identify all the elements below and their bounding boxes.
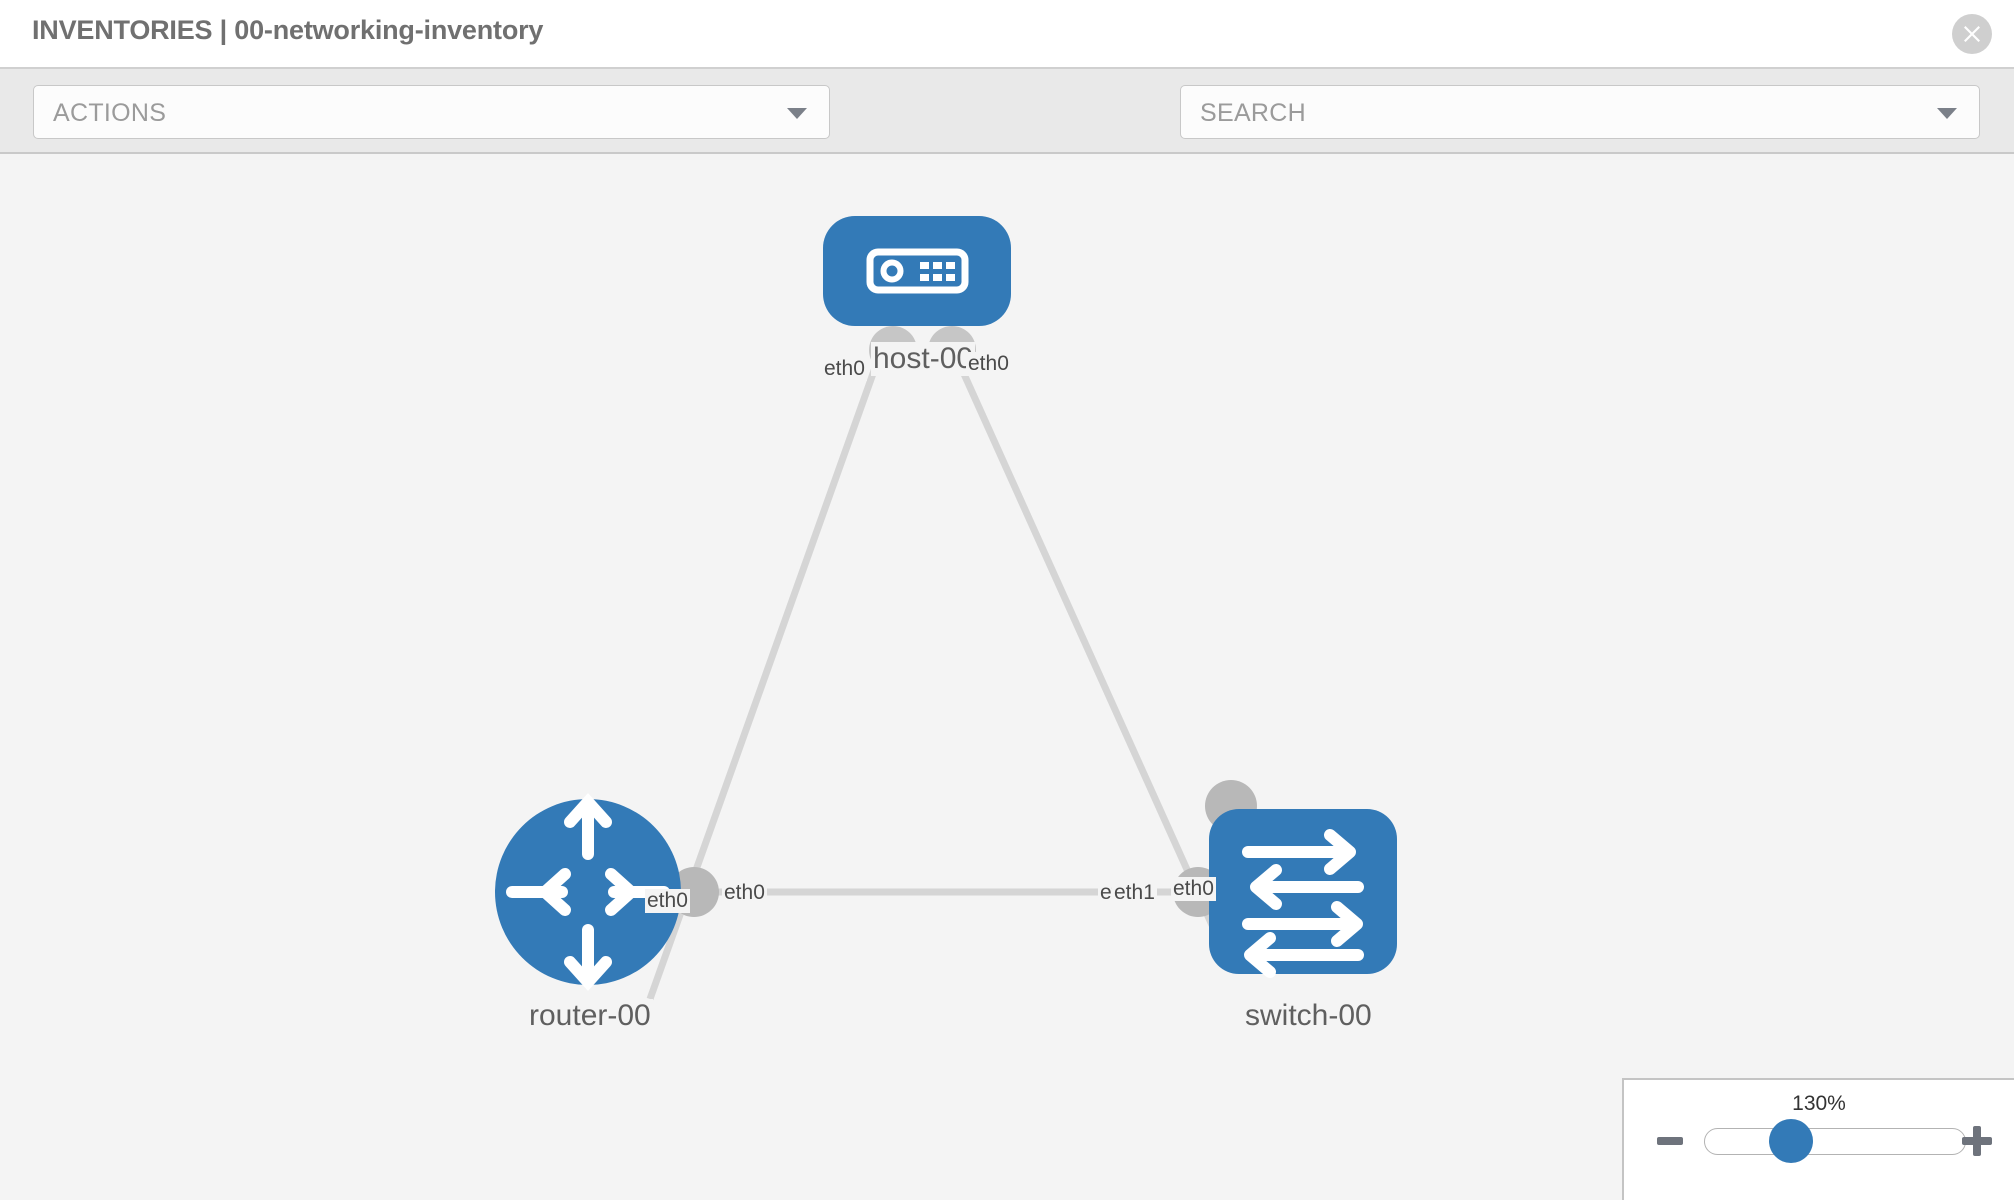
iface-label-host-00-right: eth0: [966, 352, 1011, 376]
zoom-slider-thumb[interactable]: [1769, 1119, 1813, 1163]
search-placeholder: SEARCH: [1200, 99, 1306, 127]
topology-canvas[interactable]: host-00 router-00 switch-00 eth0 eth0 et…: [0, 154, 2014, 1200]
node-router-00: [495, 793, 681, 991]
node-label-router-00: router-00: [527, 999, 653, 1033]
node-label-switch-00: switch-00: [1243, 999, 1374, 1033]
iface-label-host-00-left: eth0: [822, 357, 867, 381]
node-label-host-00: host-00: [871, 342, 976, 376]
switch-arrows-icon: [1242, 829, 1364, 978]
close-icon[interactable]: [1952, 14, 1992, 54]
server-icon: [866, 248, 969, 294]
topology-graph: [495, 216, 1397, 1001]
zoom-control-panel: 130%: [1622, 1078, 2014, 1200]
node-host-00: [823, 216, 1011, 326]
breadcrumb: INVENTORIES | 00-networking-inventory: [32, 15, 544, 45]
actions-dropdown[interactable]: ACTIONS: [33, 85, 830, 139]
iface-label-router-00-up: eth0: [645, 889, 690, 913]
minus-icon[interactable]: [1657, 1137, 1683, 1145]
page-header: INVENTORIES | 00-networking-inventory: [0, 0, 2014, 69]
node-switch-00: [1209, 809, 1397, 978]
search-input[interactable]: SEARCH: [1180, 85, 1980, 139]
zoom-slider[interactable]: [1704, 1128, 1966, 1155]
node-router-00-body: [495, 799, 681, 985]
actions-dropdown-label: ACTIONS: [53, 99, 167, 127]
zoom-level-value: 130%: [1792, 1092, 1846, 1115]
router-arrows-icon: [506, 793, 670, 991]
toolbar: ACTIONS SEARCH: [0, 69, 2014, 197]
edge-host00-switch00: [951, 352, 1229, 956]
iface-label-switch-00-left: eth1: [1112, 881, 1157, 905]
plus-icon[interactable]: [1962, 1126, 1992, 1156]
chevron-down-icon[interactable]: [1937, 108, 1957, 119]
iface-label-router-00-right: eth0: [722, 881, 767, 905]
iface-label-switch-00-up: eth0: [1171, 877, 1216, 901]
node-host-00-body: [823, 216, 1011, 326]
chevron-down-icon: [787, 108, 807, 119]
